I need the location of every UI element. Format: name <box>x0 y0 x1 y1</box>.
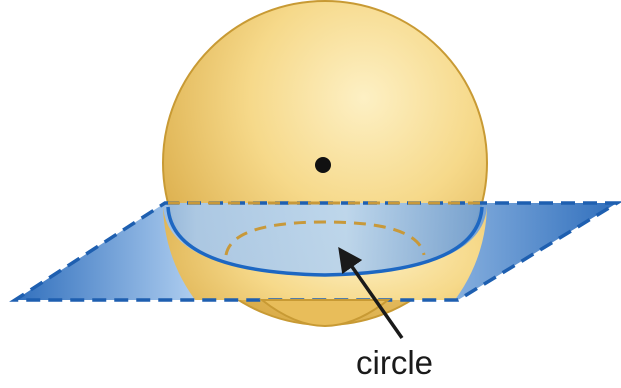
circle-label: circle <box>356 344 433 381</box>
center-point <box>315 157 331 173</box>
sphere-below-plane <box>262 300 388 326</box>
